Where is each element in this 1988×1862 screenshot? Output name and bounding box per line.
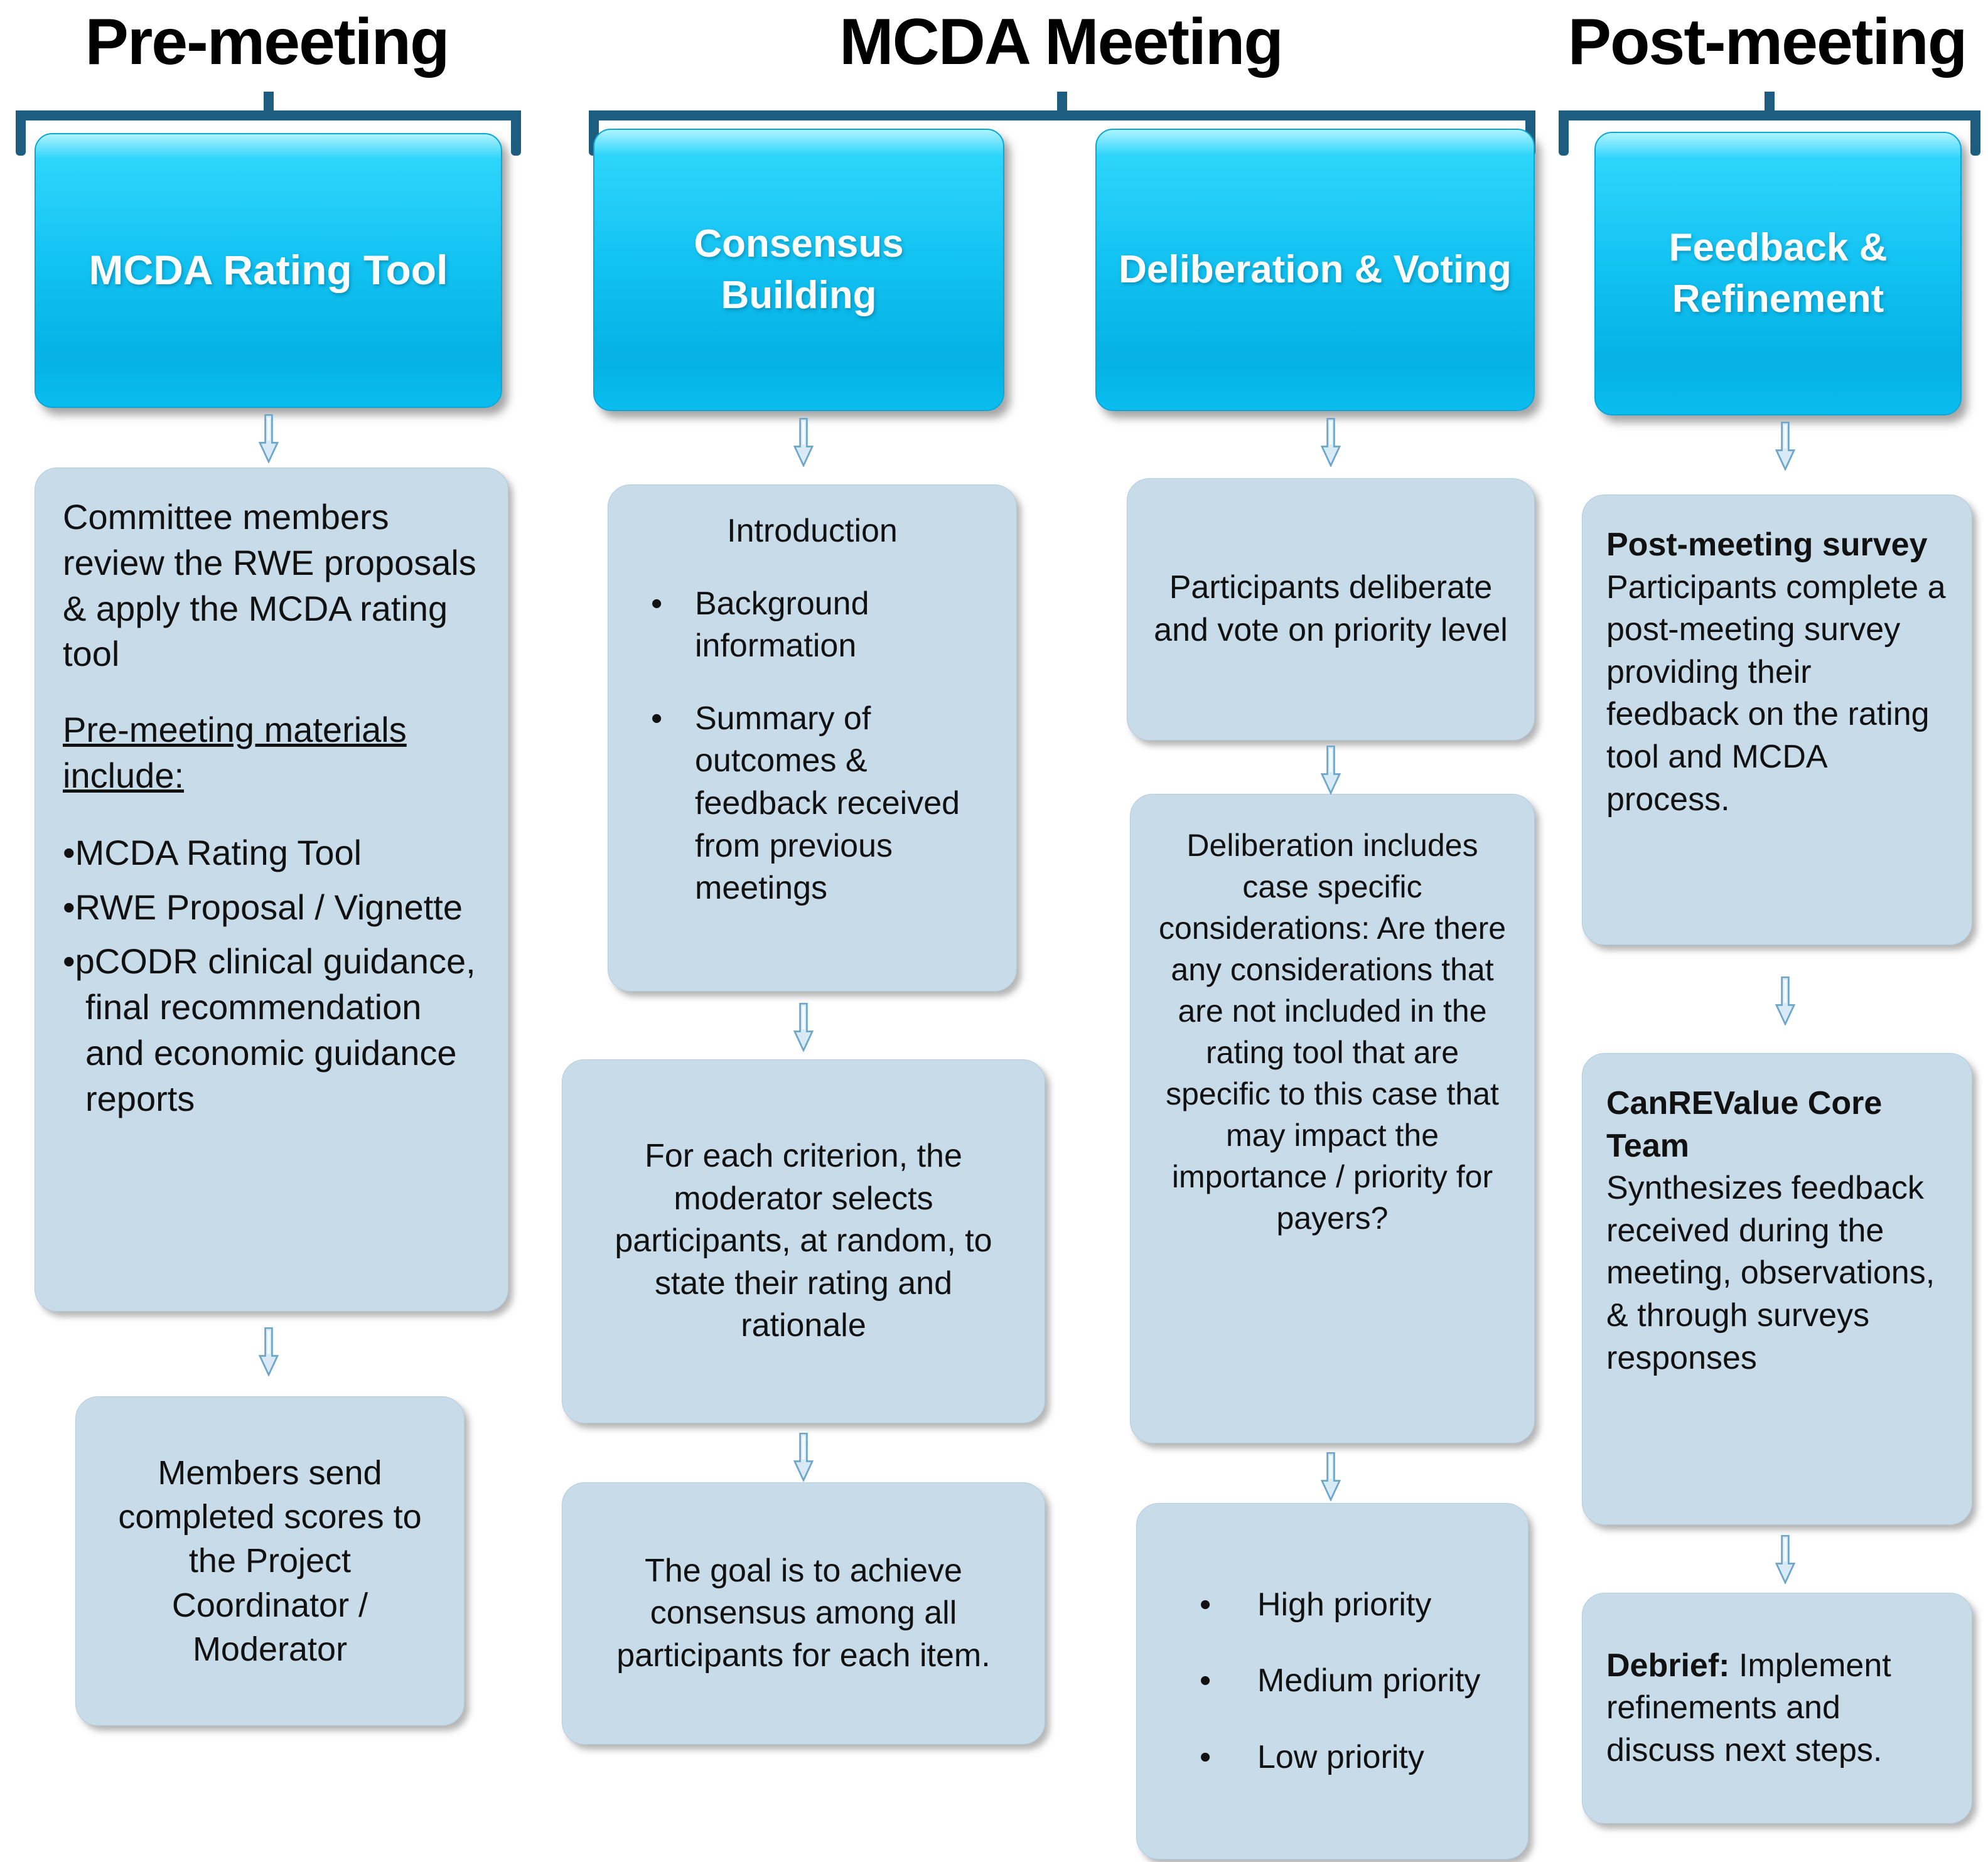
- bullet-item: RWE Proposal / Vignette: [63, 885, 480, 931]
- bracket-cap-right: [511, 110, 521, 156]
- flow-box-committee-review: Committee members review the RWE proposa…: [35, 468, 508, 1312]
- flow-box-underlined-heading: Pre-meeting materials include:: [63, 710, 407, 795]
- stage-box-deliberation-voting: Deliberation & Voting: [1095, 129, 1535, 411]
- bullet-item: Low priority: [1163, 1736, 1502, 1779]
- flow-box-text: Participants deliberate and vote on prio…: [1154, 569, 1508, 648]
- flow-box-text: Members send completed scores to the Pro…: [118, 1454, 422, 1668]
- bracket-bar: [16, 110, 521, 120]
- flow-box-text: Deliberation includes case specific cons…: [1158, 828, 1507, 1236]
- stage-box-feedback-refinement: Feedback & Refinement: [1594, 132, 1962, 415]
- down-arrow-icon: [792, 1003, 815, 1052]
- flow-box-introduction: Introduction Background information Summ…: [608, 484, 1017, 992]
- down-arrow-icon: [1774, 1535, 1797, 1584]
- flow-box-consensus-goal: The goal is to achieve consensus among a…: [562, 1482, 1045, 1745]
- phase-title-mcda-meeting: MCDA Meeting: [839, 6, 1284, 78]
- phase-title-post-meeting: Post-meeting: [1567, 6, 1968, 78]
- down-arrow-icon: [1774, 976, 1797, 1025]
- flow-box-deliberation-considerations: Deliberation includes case specific cons…: [1130, 794, 1535, 1443]
- down-arrow-icon: [792, 1433, 815, 1482]
- stage-box-label: MCDA Rating Tool: [89, 247, 448, 294]
- flow-box-post-meeting-survey: Post-meeting survey Participants complet…: [1582, 495, 1972, 945]
- down-arrow-icon: [1319, 418, 1342, 467]
- flow-box-paragraph: Post-meeting survey Participants complet…: [1606, 524, 1948, 821]
- bullet-list: MCDA Rating Tool RWE Proposal / Vignette…: [63, 830, 480, 1122]
- down-arrow-icon: [1319, 1452, 1342, 1501]
- down-arrow-icon: [1774, 422, 1797, 471]
- flow-box-paragraph: Committee members review the RWE proposa…: [63, 497, 476, 674]
- bullet-item: Background information: [635, 583, 990, 668]
- bracket-bar: [1559, 110, 1980, 120]
- stage-box-label: Consensus Building: [694, 222, 904, 317]
- flow-box-priority-levels: High priority Medium priority Low priori…: [1136, 1503, 1529, 1859]
- flow-box-text: For each criterion, the moderator select…: [615, 1138, 992, 1344]
- flow-box-members-send-scores: Members send completed scores to the Pro…: [75, 1396, 465, 1726]
- bullet-item: pCODR clinical guidance, final recommend…: [63, 939, 480, 1121]
- bullet-item: High priority: [1163, 1584, 1502, 1627]
- flow-box-heading: Introduction: [727, 513, 898, 549]
- bullet-item: Summary of outcomes & feedback received …: [635, 698, 990, 910]
- flow-box-bold-lead: Debrief:: [1606, 1647, 1730, 1684]
- flow-box-moderator-selects: For each criterion, the moderator select…: [562, 1059, 1045, 1423]
- stage-box-label: Feedback & Refinement: [1668, 226, 1888, 321]
- flow-box-text: Participants complete a post-meeting sur…: [1606, 569, 1946, 818]
- down-arrow-icon: [257, 1327, 280, 1376]
- bracket-cap-left: [1559, 110, 1569, 156]
- stage-box-label: Deliberation & Voting: [1119, 248, 1512, 292]
- bracket-cap-right: [1970, 110, 1980, 156]
- flow-box-text: Implement refinements and discuss next s…: [1606, 1647, 1891, 1768]
- bracket-tick: [1057, 92, 1067, 112]
- bullet-list: Background information Summary of outcom…: [635, 583, 990, 910]
- flow-box-paragraph: Debrief: Implement refinements and discu…: [1606, 1645, 1948, 1772]
- flow-box-debrief: Debrief: Implement refinements and discu…: [1582, 1593, 1972, 1824]
- phase-title-pre-meeting: Pre-meeting: [85, 6, 449, 78]
- bracket-tick: [263, 92, 274, 112]
- phase-bracket-post-meeting: [1559, 92, 1980, 156]
- bracket-bar: [589, 110, 1535, 120]
- flow-box-deliberate-vote: Participants deliberate and vote on prio…: [1127, 478, 1535, 741]
- down-arrow-icon: [257, 414, 280, 463]
- stage-box-mcda-rating-tool: MCDA Rating Tool: [35, 133, 502, 408]
- flow-box-bold-lead: CanREValue Core Team: [1606, 1085, 1883, 1164]
- down-arrow-icon: [792, 418, 815, 467]
- bullet-item: MCDA Rating Tool: [63, 830, 480, 876]
- bullet-item: Medium priority: [1163, 1660, 1502, 1703]
- bracket-tick: [1765, 92, 1775, 112]
- bullet-list: High priority Medium priority Low priori…: [1163, 1584, 1502, 1779]
- phase-bracket-pre-meeting: [16, 92, 521, 156]
- bracket-cap-left: [16, 110, 26, 156]
- flow-box-text: Synthesizes feedback received during the…: [1606, 1170, 1935, 1376]
- stage-box-consensus-building: Consensus Building: [593, 129, 1004, 411]
- flow-box-bold-lead: Post-meeting survey: [1606, 527, 1928, 563]
- down-arrow-icon: [1319, 746, 1342, 795]
- flow-box-text: The goal is to achieve consensus among a…: [616, 1552, 991, 1674]
